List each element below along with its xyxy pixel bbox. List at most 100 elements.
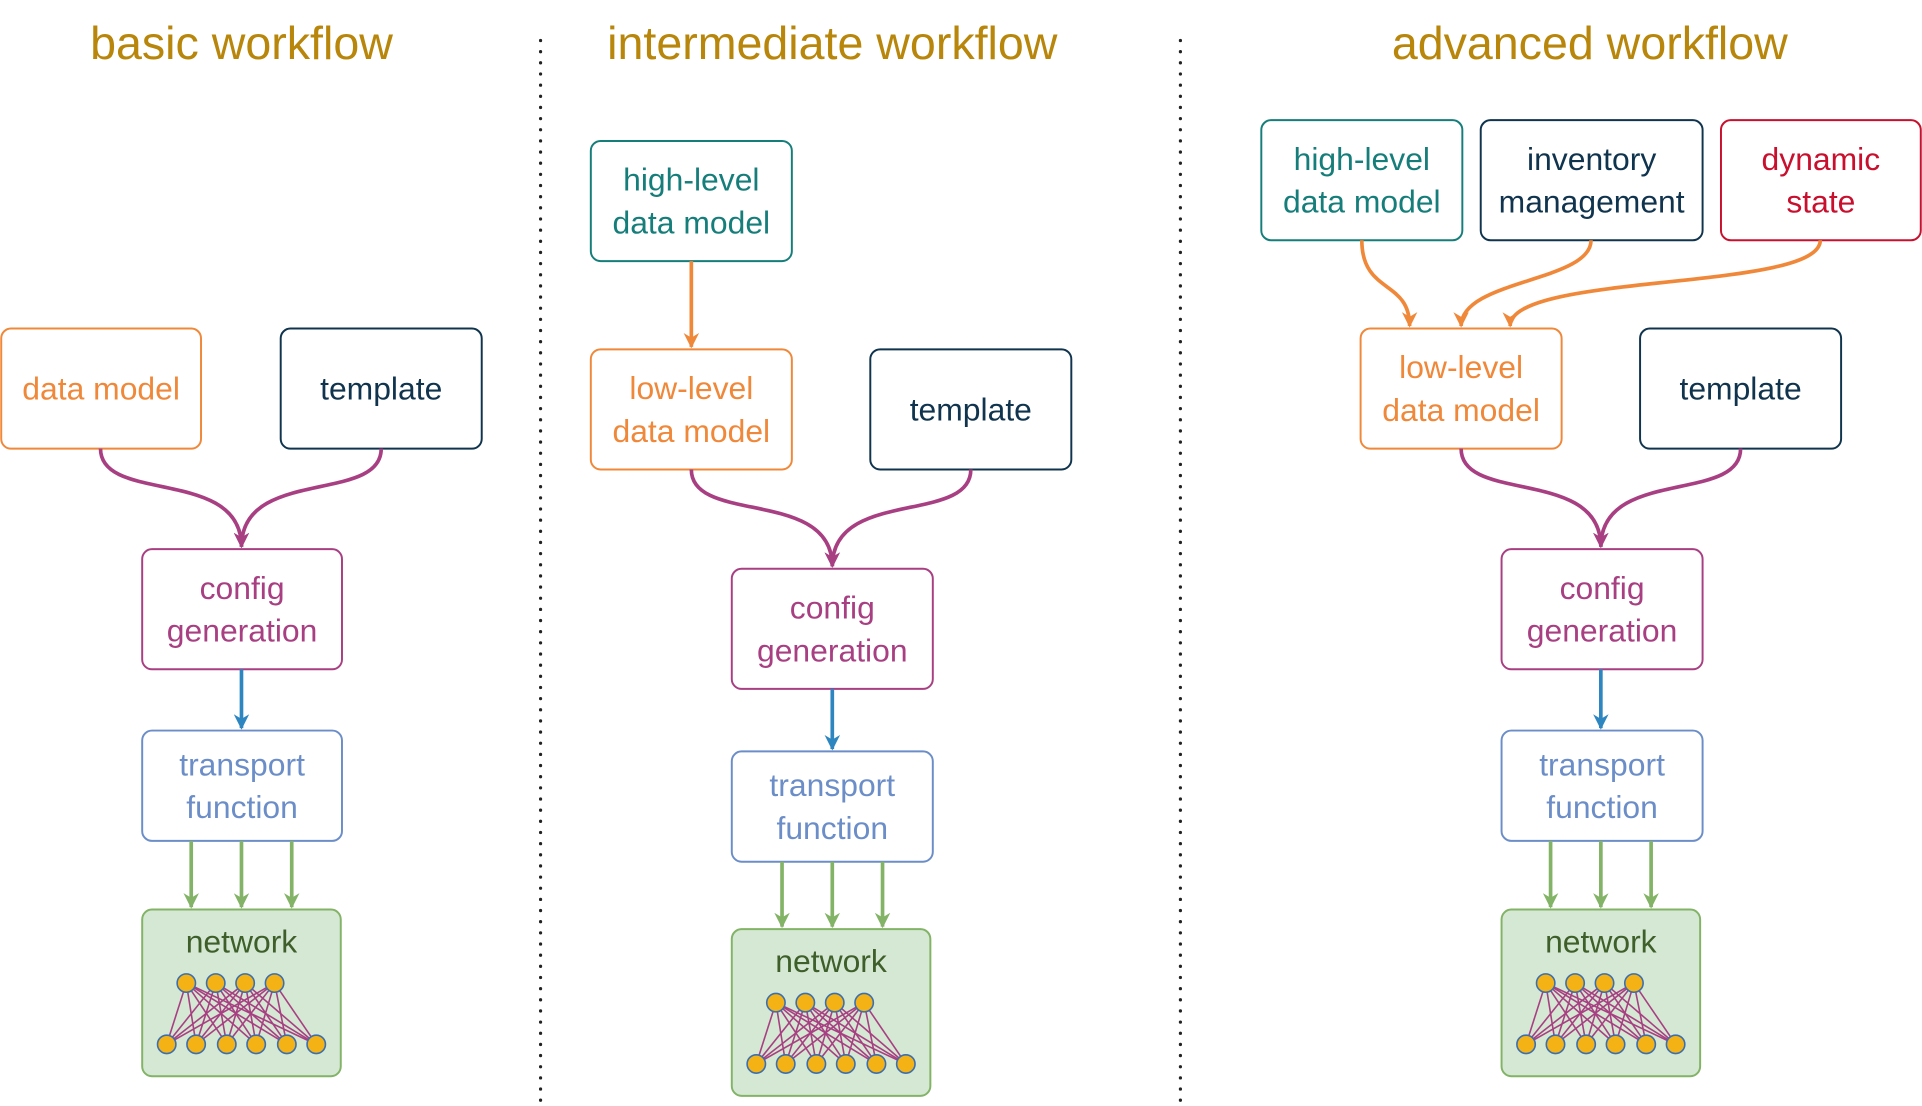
config-generation-box-label: config: [200, 570, 285, 606]
config-generation-box-label: config: [1560, 570, 1645, 606]
inventory-management-box-label: management: [1499, 184, 1685, 220]
transport-function-box-label: transport: [1539, 746, 1665, 782]
network-node: [746, 1053, 767, 1074]
advanced-inventory-arrow: [1453, 239, 1593, 328]
network-node: [1636, 1034, 1657, 1055]
network-link: [1525, 982, 1576, 1045]
network-link: [166, 982, 275, 1046]
network-node: [835, 1053, 856, 1074]
transport-function-box-label: function: [186, 789, 298, 825]
network-link: [273, 982, 317, 1045]
template-box-label: template: [320, 371, 442, 407]
network-label: network: [1545, 923, 1657, 959]
high-level-data-model-box-label: high-level: [623, 162, 759, 198]
network-link: [755, 1002, 836, 1065]
network-link: [1555, 982, 1635, 1045]
panel-title: basic workflow: [90, 17, 393, 69]
network-node: [895, 1053, 916, 1074]
low-level-data-model-box-label: data model: [613, 413, 771, 449]
template-box-label: template: [910, 391, 1032, 427]
config-generation-box-label: generation: [167, 613, 318, 649]
network-node: [1535, 973, 1556, 994]
template-box: template: [1639, 327, 1843, 450]
low-level-data-model-box: low-level data model: [1359, 327, 1563, 450]
network-node: [854, 992, 875, 1013]
transport-function-box: transport function: [1500, 729, 1704, 842]
network-label: network: [186, 923, 298, 959]
transport-function-box: transport function: [141, 729, 343, 842]
network-link: [755, 1002, 806, 1065]
config-generation-box-label: generation: [1527, 613, 1678, 649]
network-box: network: [730, 928, 932, 1097]
network-node: [235, 973, 256, 994]
intermediate-merge-arrow-right: [824, 469, 973, 568]
network-link: [226, 982, 276, 1045]
data-model-box: data model: [0, 327, 203, 450]
dynamic-state-box-label: dynamic: [1762, 141, 1881, 177]
network-node: [186, 1034, 207, 1055]
network-node: [806, 1053, 827, 1074]
network-node: [1516, 1034, 1537, 1055]
network-node: [1545, 1034, 1566, 1055]
transport-function-box-label: transport: [769, 767, 895, 803]
network-link: [1585, 982, 1635, 1045]
network-label: network: [775, 943, 887, 979]
inventory-management-box: inventory management: [1479, 119, 1704, 242]
advanced-high-level-arrow: [1359, 240, 1418, 328]
network-node: [156, 1034, 177, 1055]
high-level-data-model-box-label: high-level: [1294, 141, 1430, 177]
network-link: [1633, 982, 1647, 1045]
network-node: [795, 992, 816, 1013]
advanced-merge-arrow-left: [1459, 448, 1609, 549]
network-link: [255, 982, 276, 1045]
network-node: [1605, 1034, 1626, 1055]
network-node: [1665, 1034, 1686, 1055]
network-node: [306, 1034, 327, 1055]
low-level-data-model-box-label: low-level: [1399, 349, 1523, 385]
network-link: [166, 982, 217, 1045]
network-link: [195, 982, 276, 1045]
network-node: [1594, 973, 1615, 994]
network-node: [765, 992, 786, 1013]
transport-function-box-label: transport: [179, 746, 305, 782]
basic-merge-arrow-right: [233, 448, 384, 549]
network-node: [176, 973, 197, 994]
network-link: [755, 1001, 865, 1065]
basic-merge-arrow-left: [98, 448, 250, 549]
panel-title: intermediate workflow: [607, 17, 1058, 69]
dynamic-state-box: dynamic state: [1719, 119, 1922, 242]
network-node: [264, 973, 285, 994]
network-box: network: [1500, 908, 1702, 1078]
network-node: [216, 1034, 237, 1055]
network-link: [785, 1002, 865, 1065]
transport-function-box-label: function: [1546, 789, 1658, 825]
inventory-management-box-label: inventory: [1527, 141, 1656, 177]
network-node: [1623, 973, 1644, 994]
network-link: [1525, 982, 1547, 1045]
network-link: [755, 1002, 777, 1065]
advanced-merge-arrow-right: [1593, 448, 1743, 549]
low-level-data-model-box-label: data model: [1382, 392, 1540, 428]
network-link: [165, 982, 188, 1045]
network-link: [1614, 982, 1635, 1045]
low-level-data-model-box-label: low-level: [629, 370, 753, 406]
network-node: [1576, 1034, 1597, 1055]
high-level-data-model-box: high-level data model: [589, 139, 793, 263]
high-level-data-model-box-label: data model: [1283, 184, 1441, 220]
dynamic-state-box-label: state: [1786, 184, 1855, 220]
panel-title: advanced workflow: [1392, 17, 1788, 69]
network-link: [845, 1002, 865, 1065]
config-generation-box-label: config: [790, 589, 875, 625]
advanced-dynamic-arrow: [1502, 239, 1823, 328]
network-link: [1525, 982, 1635, 1046]
network-node: [1565, 973, 1586, 994]
network-node: [276, 1034, 297, 1055]
high-level-data-model-box-label: data model: [613, 205, 771, 241]
low-level-data-model-box: low-level data model: [589, 348, 793, 471]
config-generation-box: config generation: [141, 548, 343, 671]
network-link: [1633, 982, 1677, 1045]
network-link: [863, 1002, 907, 1065]
network-node: [205, 973, 226, 994]
